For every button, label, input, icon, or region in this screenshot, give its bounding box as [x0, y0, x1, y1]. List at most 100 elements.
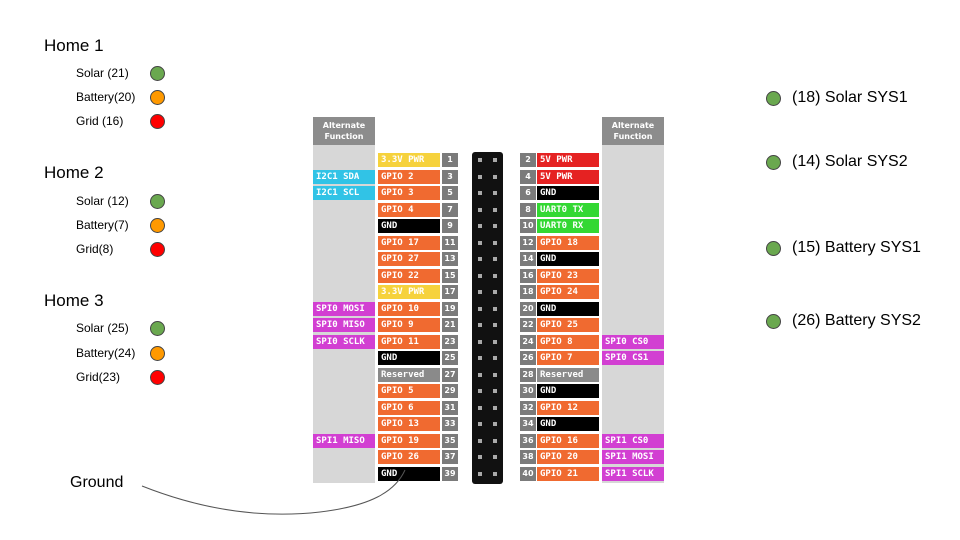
right-pin-number: 34 [520, 417, 536, 431]
left-pin-number: 15 [442, 268, 458, 283]
right-pin-number: 8 [520, 202, 536, 217]
solar-label: Solar (21) [76, 66, 129, 80]
left-pin-label: GPIO 17 [378, 235, 440, 250]
pin-hole [478, 224, 482, 228]
pin-hole [493, 455, 497, 459]
right-pin-label: GND [537, 252, 599, 266]
right-pin-label: GPIO 12 [537, 400, 599, 415]
left-pin-label: GND [378, 466, 440, 481]
solar-label: Solar (12) [76, 194, 129, 208]
pin-hole [478, 471, 482, 476]
right-pin-label: UART0 RX [537, 219, 599, 233]
grid-status-dot [150, 242, 165, 257]
left-pin-label: GPIO 22 [378, 268, 440, 283]
left-pin-number: 37 [442, 450, 458, 464]
left-pin-label: GPIO 27 [378, 252, 440, 266]
solar-sys2-label: (14) Solar SYS2 [792, 153, 908, 170]
pin-hole [493, 273, 497, 278]
right-alt-function: SPI0 CS0 [602, 334, 664, 349]
right-pin-number: 16 [520, 268, 536, 283]
ground-label: Ground [70, 474, 124, 491]
battery-sys1-label: (15) Battery SYS1 [792, 239, 921, 256]
right-alt-header: Alternate Function [602, 117, 664, 145]
right-alt-function: SPI1 SCLK [602, 466, 664, 481]
right-pin-label: UART0 TX [537, 202, 599, 217]
right-pin-label: GPIO 24 [537, 285, 599, 299]
right-pin-number: 2 [520, 153, 536, 167]
pin-hole [478, 339, 482, 344]
left-pin-label: 3.3V PWR [378, 285, 440, 299]
left-pin-number: 33 [442, 417, 458, 431]
battery-sys2-dot [766, 314, 781, 329]
pin-hole [478, 455, 482, 459]
pin-hole [478, 207, 482, 212]
pin-hole [478, 257, 482, 261]
left-pin-number: 5 [442, 186, 458, 200]
right-pin-label: GPIO 16 [537, 433, 599, 448]
solar-label: Solar (25) [76, 321, 129, 335]
pin-hole [478, 389, 482, 393]
pin-hole [478, 174, 482, 179]
right-pin-label: GPIO 8 [537, 334, 599, 349]
right-pin-label: Reserved [537, 367, 599, 382]
pin-hole [478, 372, 482, 377]
pin-hole [478, 273, 482, 278]
right-pin-label: GND [537, 186, 599, 200]
left-alt-function: I2C1 SDA [313, 169, 375, 184]
right-pin-number: 40 [520, 466, 536, 481]
left-pin-label: GPIO 3 [378, 186, 440, 200]
right-pin-number: 20 [520, 301, 536, 316]
left-pin-number: 39 [442, 466, 458, 481]
pin-hole [493, 422, 497, 426]
pin-hole [493, 290, 497, 294]
pin-hole [478, 191, 482, 195]
left-pin-number: 7 [442, 202, 458, 217]
battery-status-dot [150, 346, 165, 361]
left-pin-number: 31 [442, 400, 458, 415]
pin-hole [493, 323, 497, 327]
left-alt-function: SPI0 SCLK [313, 334, 375, 349]
grid-status-dot [150, 114, 165, 129]
right-alt-function: SPI1 CS0 [602, 433, 664, 448]
right-pin-number: 38 [520, 450, 536, 464]
pin-hole [493, 257, 497, 261]
home-title: Home 3 [44, 291, 104, 310]
pin-hole [493, 158, 497, 162]
left-pin-number: 29 [442, 384, 458, 398]
pin-hole [493, 389, 497, 393]
right-pin-label: GPIO 20 [537, 450, 599, 464]
solar-sys1-label: (18) Solar SYS1 [792, 89, 908, 106]
left-pin-number: 3 [442, 169, 458, 184]
left-pin-label: GPIO 9 [378, 318, 440, 332]
right-pin-label: GPIO 18 [537, 235, 599, 250]
left-pin-number: 21 [442, 318, 458, 332]
pin-hole [493, 356, 497, 360]
grid-label: Grid(8) [76, 242, 114, 256]
right-pin-label: 5V PWR [537, 169, 599, 184]
battery-label: Battery(7) [76, 218, 129, 232]
home-title: Home 2 [44, 163, 104, 182]
right-alt-function: SPI0 CS1 [602, 351, 664, 365]
home-title: Home 1 [44, 36, 104, 55]
battery-label: Battery(24) [76, 346, 136, 360]
left-pin-label: GPIO 11 [378, 334, 440, 349]
grid-status-dot [150, 370, 165, 385]
pin-hole [493, 174, 497, 179]
right-pin-number: 6 [520, 186, 536, 200]
pin-hole [493, 471, 497, 476]
right-pin-number: 4 [520, 169, 536, 184]
left-pin-number: 35 [442, 433, 458, 448]
right-pin-label: GPIO 21 [537, 466, 599, 481]
pin-hole [493, 207, 497, 212]
battery-status-dot [150, 218, 165, 233]
right-pin-number: 12 [520, 235, 536, 250]
right-pin-number: 10 [520, 219, 536, 233]
solar-sys2-dot [766, 155, 781, 170]
battery-status-dot [150, 90, 165, 105]
left-pin-number: 1 [442, 153, 458, 167]
pin-hole [478, 240, 482, 245]
left-pin-number: 11 [442, 235, 458, 250]
right-pin-number: 30 [520, 384, 536, 398]
right-pin-number: 18 [520, 285, 536, 299]
